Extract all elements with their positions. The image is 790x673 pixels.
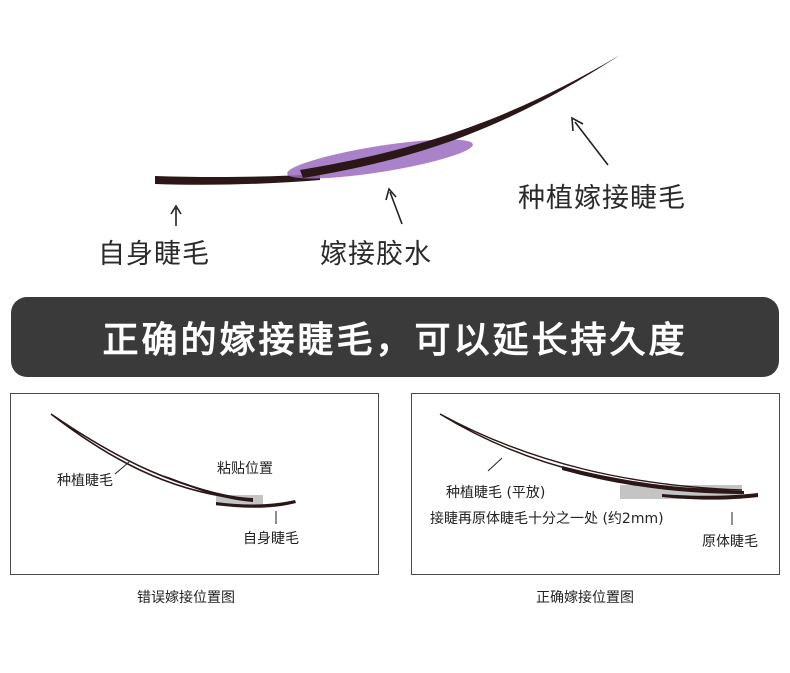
headline-banner: 正确的嫁接睫毛，可以延长持久度: [11, 297, 779, 377]
extension-lash-label: 种植嫁接睫毛: [518, 183, 686, 214]
arrows: [170, 116, 609, 226]
correct-placement-panel: 种植睫毛 (平放) 接睫再原体睫毛十分之一处 (约2mm) 原体睫毛: [411, 393, 780, 575]
correct-placement-drawing: [439, 413, 758, 525]
wrong-natural-label: 自身睫毛: [243, 531, 299, 547]
wrong-bond-label: 粘贴位置: [217, 461, 273, 477]
natural-lash: [155, 174, 320, 185]
bond-area: [216, 495, 263, 506]
correct-planted-label: 种植睫毛 (平放): [446, 485, 546, 501]
correct-natural-label: 原体睫毛: [702, 534, 758, 550]
wrong-caption: 错误嫁接位置图: [137, 590, 235, 606]
planted-lash-flat: [439, 413, 743, 491]
glue-label: 嫁接胶水: [320, 239, 432, 270]
headline-text: 正确的嫁接睫毛，可以延长持久度: [102, 320, 688, 361]
wrong-placement-drawing: [50, 413, 296, 524]
natural-lash-correct: [662, 493, 758, 500]
correct-caption: 正确嫁接位置图: [536, 590, 634, 606]
top-lash-diagram: [155, 55, 620, 226]
correct-instruction: 接睫再原体睫毛十分之一处 (约2mm): [430, 511, 664, 527]
extension-lash: [300, 55, 620, 178]
natural-lash-label: 自身睫毛: [98, 239, 210, 270]
wrong-placement-panel: 种植睫毛 粘贴位置 自身睫毛: [10, 393, 379, 575]
wrong-planted-label: 种植睫毛: [57, 473, 113, 489]
natural-lash-wrong: [216, 500, 296, 508]
